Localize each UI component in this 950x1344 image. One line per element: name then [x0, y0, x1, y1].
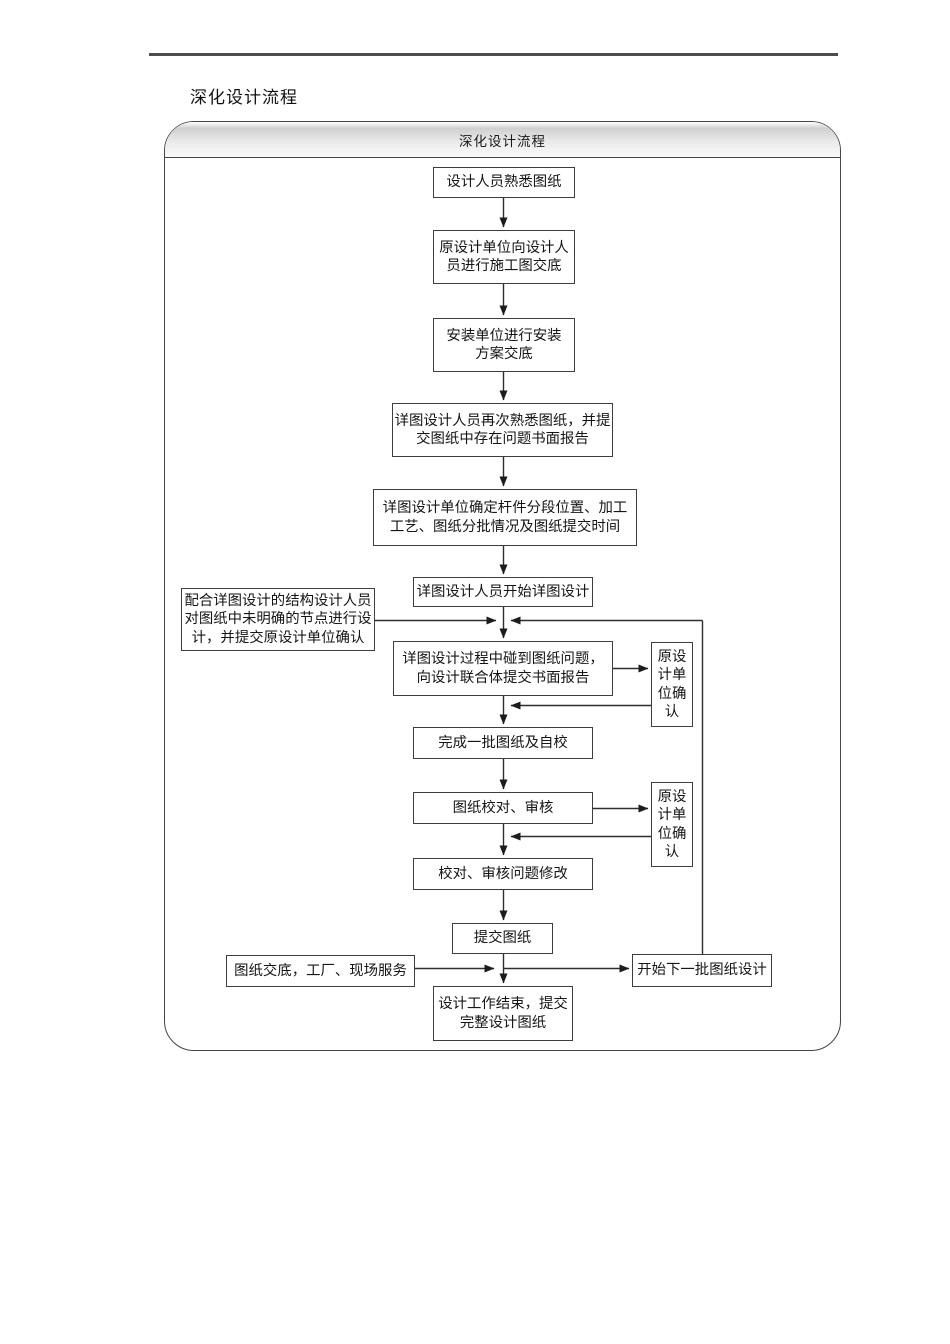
page-heading: 深化设计流程 [190, 88, 298, 107]
flow-node-installation-plan-disclosure: 安装单位进行安装 方案交底 [433, 318, 575, 372]
flow-node-original-designer-confirm-2: 原设 计单 位确 认 [651, 782, 693, 867]
header-rule [149, 53, 838, 56]
flowchart-title: 深化设计流程 [459, 133, 546, 149]
flow-node-design-finished: 设计工作结束，提交 完整设计图纸 [433, 986, 573, 1041]
flow-node-structural-support-design: 配合详图设计的结构设计人员 对图纸中未明确的节点进行设 计，并提交原设计单位确认 [181, 588, 375, 651]
flow-node-original-designer-confirm-1: 原设 计单 位确 认 [651, 642, 693, 727]
flow-node-construction-drawing-disclosure: 原设计单位向设计人 员进行施工图交底 [433, 230, 575, 284]
flowchart-titlebar: 深化设计流程 [165, 122, 840, 158]
flow-node-complete-batch-selfcheck: 完成一批图纸及自校 [413, 727, 593, 759]
flow-node-refamiliarize-submit-report: 详图设计人员再次熟悉图纸，并提 交图纸中存在问题书面报告 [392, 403, 613, 457]
flow-node-revise-issues: 校对、审核问题修改 [413, 858, 593, 890]
flow-node-determine-segmentation: 详图设计单位确定杆件分段位置、加工 工艺、图纸分批情况及图纸提交时间 [373, 489, 637, 546]
flow-node-drawing-problem-report: 详图设计过程中碰到图纸问题， 向设计联合体提交书面报告 [393, 641, 613, 696]
flow-node-familiarize-drawings: 设计人员熟悉图纸 [433, 167, 575, 198]
flow-node-proofread-review: 图纸校对、审核 [413, 792, 593, 824]
flow-node-submit-drawings: 提交图纸 [452, 923, 553, 954]
flow-node-start-detail-design: 详图设计人员开始详图设计 [413, 577, 593, 607]
flow-node-factory-site-service: 图纸交底，工厂、现场服务 [226, 955, 415, 987]
flow-node-start-next-batch: 开始下一批图纸设计 [632, 954, 772, 987]
